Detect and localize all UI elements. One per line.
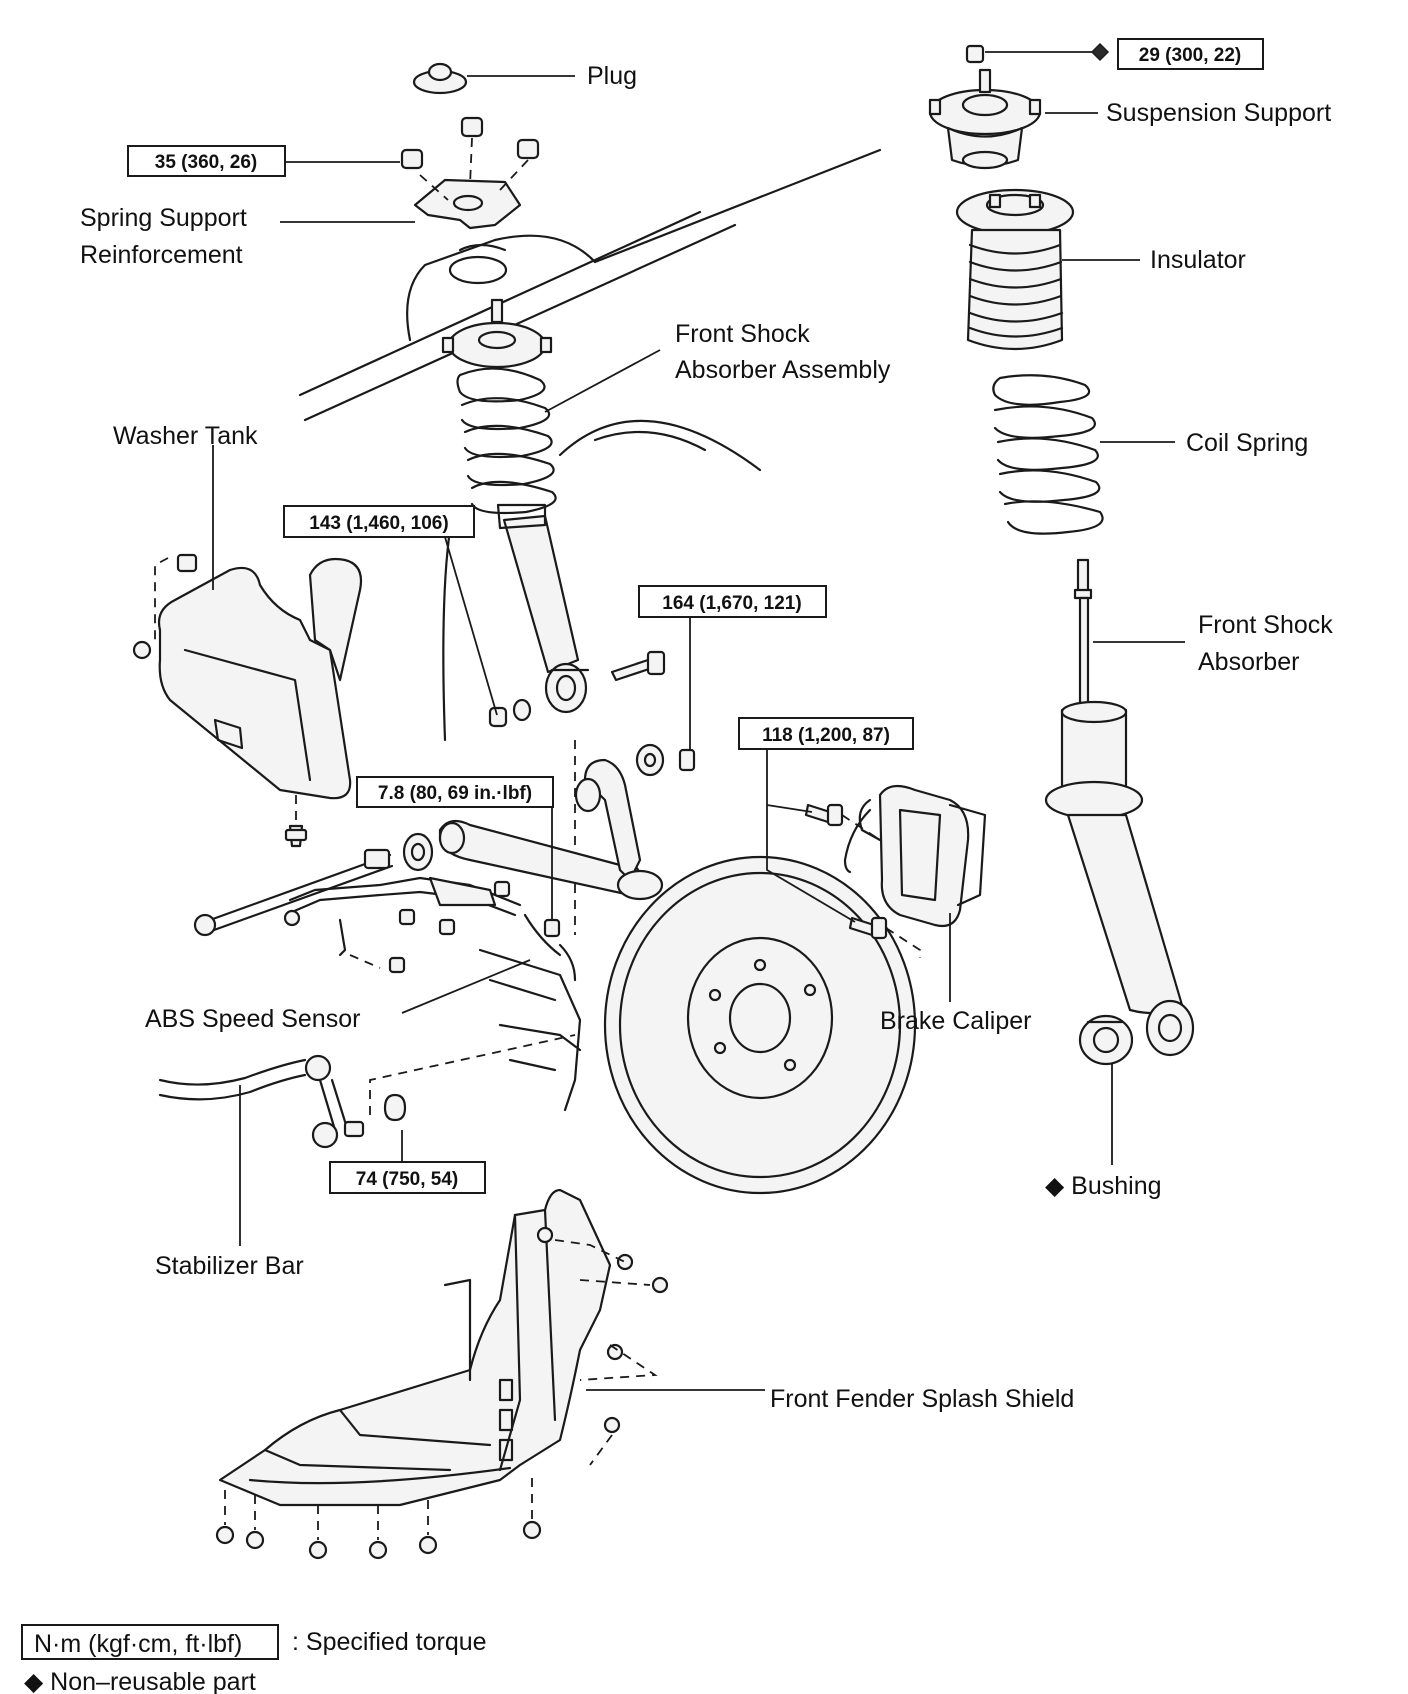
body-panel-art (298, 148, 882, 742)
label-spring-support-2: Reinforcement (80, 241, 243, 269)
brake-caliper-part (804, 784, 987, 958)
front-shock-absorber-part (1044, 558, 1195, 1066)
label-front-shock-absorber-1: Front Shock (1198, 611, 1333, 639)
label-front-shock-assembly-2: Absorber Assembly (675, 356, 891, 384)
front-shock-absorber-assembly-part (441, 298, 696, 935)
leader-lines (212, 51, 1185, 1391)
torque-value: 7.8 (80, 69 in.·lbf) (378, 783, 532, 804)
torque-value: 143 (1,460, 106) (309, 513, 448, 534)
suspension-support-part (928, 44, 1042, 170)
insulator-part (955, 188, 1075, 351)
label-stabilizer-bar: Stabilizer Bar (155, 1252, 304, 1280)
shield-screws (215, 1226, 669, 1560)
washer-tank-part (132, 553, 363, 848)
label-suspension-support: Suspension Support (1106, 99, 1331, 127)
label-coil-spring: Coil Spring (1186, 429, 1308, 457)
torque-spec-164: 164 (1,670, 121) (638, 585, 827, 618)
torque-spec-7-8: 7.8 (80, 69 in.·lbf) (356, 776, 554, 808)
legend-torque-unit: N·m (kgf·cm, ft·lbf) (34, 1630, 242, 1658)
torque-spec-118: 118 (1,200, 87) (738, 717, 914, 750)
torque-value: 29 (300, 22) (1139, 45, 1241, 66)
torque-spec-143: 143 (1,460, 106) (283, 505, 475, 538)
coil-spring-part (992, 374, 1104, 535)
plug-part (412, 62, 468, 95)
torque-value: 74 (750, 54) (356, 1169, 458, 1190)
label-front-shock-assembly-1: Front Shock (675, 320, 810, 348)
torque-spec-35: 35 (360, 26) (127, 145, 286, 177)
torque-value: 35 (360, 26) (155, 152, 257, 173)
label-bushing: ◆ Bushing (1045, 1172, 1162, 1200)
label-washer-tank: Washer Tank (113, 422, 258, 450)
label-brake-caliper: Brake Caliper (880, 1007, 1031, 1035)
torque-value: 164 (1,670, 121) (662, 593, 801, 614)
label-plug: Plug (587, 62, 637, 90)
brake-disc-part (478, 855, 917, 1195)
lower-arm-part (193, 758, 664, 982)
stabilizer-bar-part (158, 1034, 576, 1149)
label-front-shock-absorber-2: Absorber (1198, 648, 1299, 676)
legend: N·m (kgf·cm, ft·lbf) : Specified torque … (21, 1624, 487, 1694)
label-abs-speed-sensor: ABS Speed Sensor (145, 1005, 360, 1033)
label-front-fender-splash-shield: Front Fender Splash Shield (770, 1385, 1074, 1413)
label-insulator: Insulator (1150, 246, 1246, 274)
splash-shield-part (215, 1188, 669, 1560)
legend-torque-desc: : Specified torque (292, 1628, 487, 1656)
torque-value: 118 (1,200, 87) (762, 725, 890, 746)
spring-support-reinforcement-part (400, 116, 540, 230)
torque-spec-29: 29 (300, 22) (1090, 38, 1264, 70)
label-spring-support-1: Spring Support (80, 204, 247, 232)
torque-spec-74: 74 (750, 54) (329, 1161, 486, 1194)
legend-nonreusable: ◆ Non–reusable part (24, 1668, 256, 1694)
